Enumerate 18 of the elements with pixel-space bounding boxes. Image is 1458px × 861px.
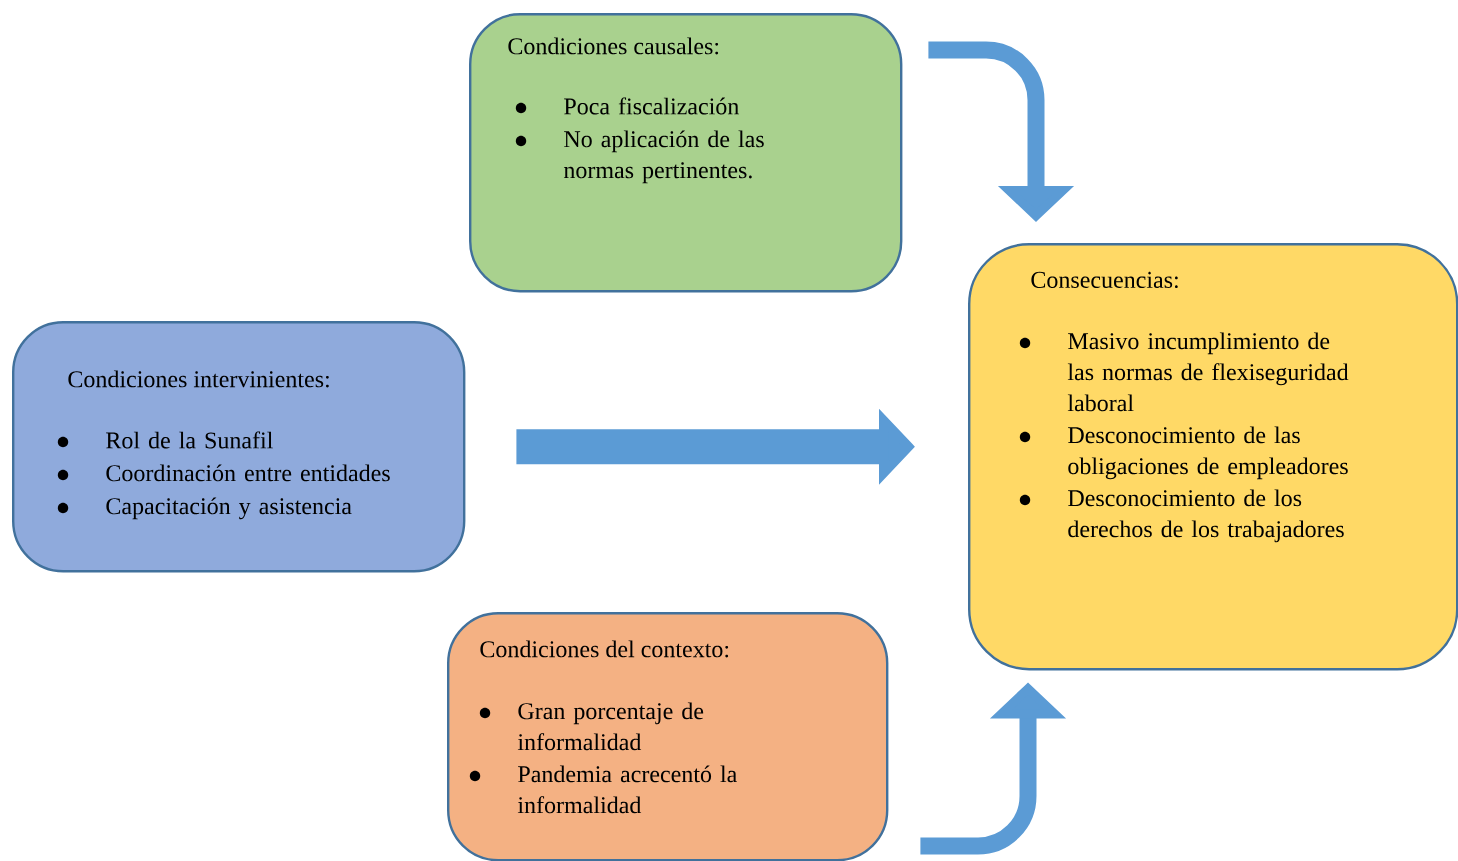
list-item: Masivo incumplimiento de las normas de flexiseguridad laboral <box>1067 332 1349 412</box>
box-heading: Condiciones intervinientes: <box>68 370 329 388</box>
list-item: Capacitación y asistencia <box>106 497 352 520</box>
list-item: Pandemia acrecentó la informalidad <box>517 765 737 814</box>
list-item: Poca fiscalización <box>564 97 739 115</box>
list-item: Desconocimiento de las obligaciones de empleadores <box>1068 426 1348 480</box>
rounded-box <box>12 321 466 573</box>
rounded-box <box>447 612 889 861</box>
box-heading: Condiciones del contexto: <box>480 640 729 658</box>
box-heading: Consecuencias: <box>1031 271 1178 289</box>
box-heading: Condiciones causales: <box>508 37 719 55</box>
list-item: Coordinación entre entidades <box>106 464 390 482</box>
list-item: Gran porcentaje de informalidad <box>517 702 704 751</box>
list-item: No aplicación de las normas pertinentes. <box>563 130 764 184</box>
rounded-box <box>968 243 1458 671</box>
list-item: Rol de la Sunafil <box>106 431 273 449</box>
list-item: Desconocimiento de los derechos de los trabajadores <box>1068 489 1344 543</box>
rounded-box <box>469 13 903 293</box>
